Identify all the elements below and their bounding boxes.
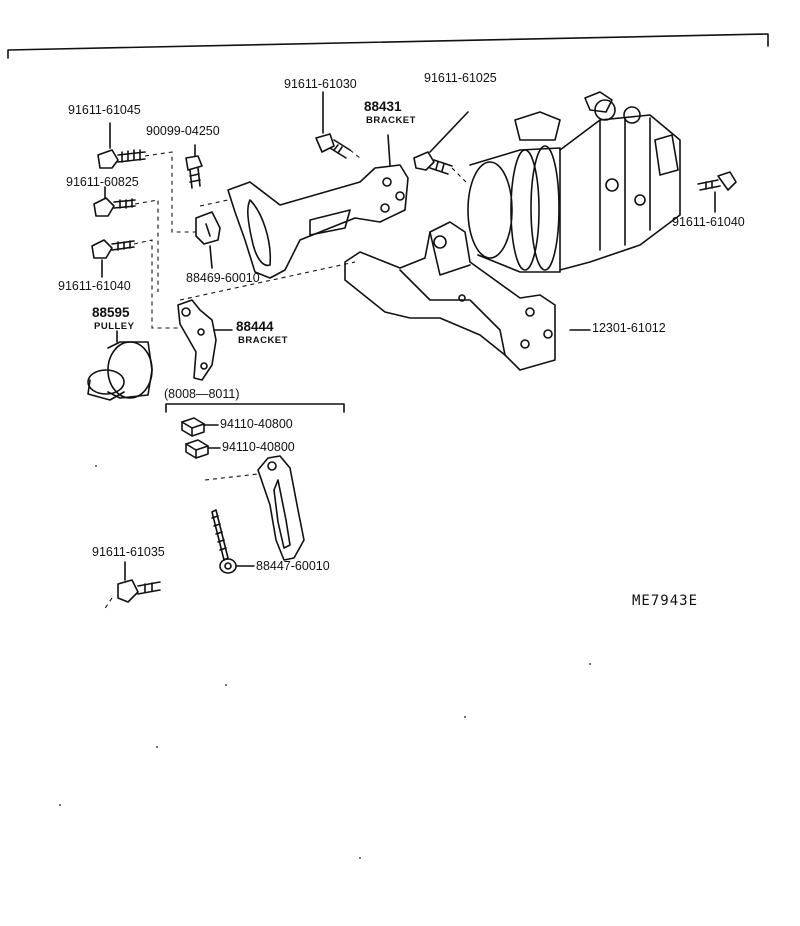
frame-line (7, 33, 769, 59)
label-94110-40800-b: 94110-40800 (222, 440, 295, 454)
label-88431-number: 88431 (364, 99, 402, 114)
bolt-60825-drawing (93, 186, 136, 217)
bolt-04250-drawing (185, 144, 203, 189)
pulley-88595-drawing (87, 330, 153, 401)
bolt-61040-left-drawing (91, 239, 135, 278)
bolt-61030-drawing (315, 91, 351, 159)
eyebolt-88447-drawing (211, 509, 255, 574)
label-88469-60010: 88469-60010 (186, 271, 260, 285)
label-90099-04250: 90099-04250 (146, 124, 220, 138)
bracket-88444-drawing (177, 299, 233, 381)
strap-bracket-drawing (257, 455, 305, 561)
nut-a-drawing (181, 417, 219, 437)
label-91611-61045: 91611-61045 (68, 103, 141, 117)
label-88447-60010: 88447-60010 (256, 559, 330, 573)
bolt-61035-drawing (117, 561, 161, 603)
label-88431-name: BRACKET (366, 115, 416, 126)
label-91611-61025: 91611-61025 (424, 71, 497, 85)
bracket-12301-drawing (344, 221, 591, 371)
label-91611-61030: 91611-61030 (284, 77, 357, 91)
bracket-88431-drawing (227, 134, 409, 279)
compressor-drawing (467, 91, 681, 273)
kit-range-bracket (165, 403, 345, 413)
label-91611-61040-right: 91611-61040 (672, 215, 745, 229)
scan-specks (59, 465, 591, 859)
bolt-61040-right-drawing (697, 171, 737, 213)
label-91611-61040-left: 91611-61040 (58, 279, 131, 293)
label-88444-name: BRACKET (238, 335, 288, 346)
bolt-61025-drawing (413, 111, 469, 175)
label-91611-61035: 91611-61035 (92, 545, 165, 559)
bolt-61045-drawing (97, 122, 146, 169)
diagram-code: ME7943E (632, 593, 699, 609)
label-88595-number: 88595 (92, 305, 130, 320)
spacer-88469-drawing (195, 211, 221, 269)
label-94110-40800-a: 94110-40800 (220, 417, 293, 431)
label-12301-61012: 12301-61012 (592, 321, 666, 335)
label-88444-number: 88444 (236, 319, 274, 334)
label-88595-name: PULLEY (94, 321, 135, 332)
kit-range-label: (8008—8011) (164, 387, 240, 401)
nut-b-drawing (185, 439, 221, 459)
label-91611-60825: 91611-60825 (66, 175, 139, 189)
